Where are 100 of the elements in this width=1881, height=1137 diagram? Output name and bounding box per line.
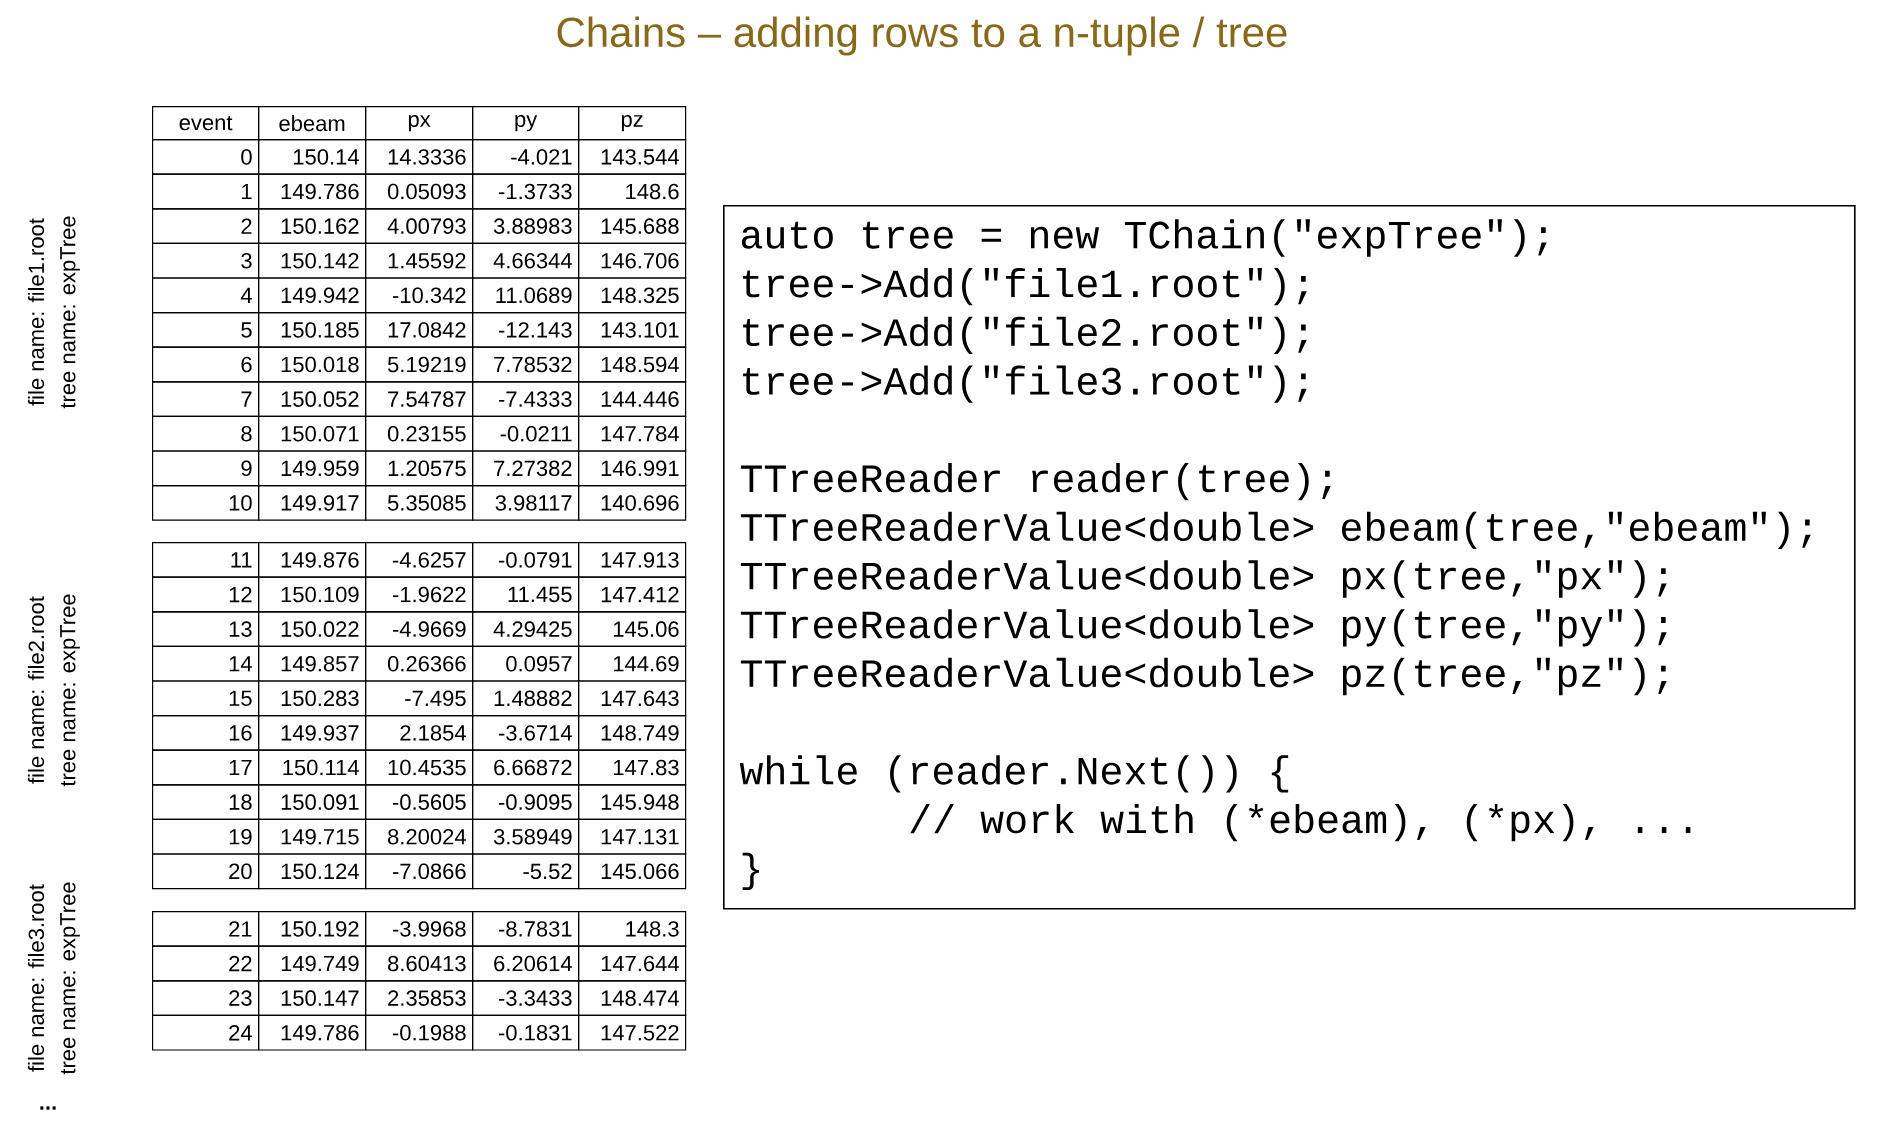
table-cell: 9 xyxy=(152,450,260,487)
table-cell: 17.0842 xyxy=(365,312,474,348)
table-cell: 13 xyxy=(152,611,260,647)
table-cell: 8.60413 xyxy=(365,945,474,982)
table-cell: 145.948 xyxy=(578,784,687,820)
table-cell: 149.942 xyxy=(258,277,367,314)
rotated-label: file name: file1.root xyxy=(27,218,45,406)
table-cell: 149.749 xyxy=(258,945,367,982)
rotated-label: tree name: expTree xyxy=(60,882,80,1075)
table-cell: 150.283 xyxy=(258,680,367,717)
ellipsis-text: ... xyxy=(40,1106,56,1110)
code-line: tree->Add("file2.root"); xyxy=(743,316,1307,355)
table-cell: 6.20614 xyxy=(472,945,580,982)
table-cell: 22 xyxy=(152,945,260,982)
table-cell: 144.446 xyxy=(578,381,687,417)
rotated-label: tree name: expTree xyxy=(60,594,80,787)
code-line: TTreeReaderValue<double> pz(tree,"pz"); xyxy=(740,657,1667,696)
table-cell: 143.544 xyxy=(578,139,687,175)
table-cell: 1 xyxy=(152,173,260,210)
table-cell: 15 xyxy=(152,680,260,717)
code-line: // work with (*ebeam), (*px), ... xyxy=(910,803,1691,842)
table-cell: 147.131 xyxy=(578,818,687,855)
table-cell: 145.066 xyxy=(578,853,687,890)
slide-title: Chains – adding rows to a n-tuple / tree xyxy=(557,16,1287,56)
table-cell: 149.786 xyxy=(258,173,367,210)
table-cell: 145.688 xyxy=(578,208,687,244)
table-cell: 149.876 xyxy=(258,542,367,578)
table-cell: px xyxy=(365,106,474,141)
table-cell: -0.1831 xyxy=(472,1014,580,1051)
table-cell: 0.0957 xyxy=(472,645,580,682)
table-cell: 4.29425 xyxy=(472,611,580,647)
code-line: TTreeReader reader(tree); xyxy=(740,462,1331,501)
table-cell: 147.784 xyxy=(578,415,687,452)
table-cell: 147.913 xyxy=(578,542,687,578)
table-cell: -3.3433 xyxy=(472,980,580,1016)
table-cell: 140.696 xyxy=(578,485,687,521)
table-cell: 143.101 xyxy=(578,312,687,348)
table-cell: 149.917 xyxy=(258,485,367,521)
table-cell: 1.20575 xyxy=(365,450,474,487)
table-cell: -7.495 xyxy=(365,680,474,717)
table-cell: 18 xyxy=(152,784,260,820)
table-cell: -7.4333 xyxy=(472,381,580,417)
code-line: tree->Add("file1.root"); xyxy=(743,268,1307,306)
table-cell: 10.4535 xyxy=(365,749,474,786)
table-cell: 5.35085 xyxy=(365,485,474,521)
table-cell: 150.124 xyxy=(258,853,367,890)
table-cell: 148.6 xyxy=(578,173,687,210)
table-cell: -7.0866 xyxy=(365,853,474,890)
table-cell: -8.7831 xyxy=(472,911,580,947)
table-cell: 145.06 xyxy=(578,611,687,647)
table-cell: 147.83 xyxy=(578,749,687,786)
table-cell: 146.706 xyxy=(578,242,687,279)
table-cell: event xyxy=(152,106,260,141)
table-cell: -4.9669 xyxy=(365,611,474,647)
table-cell: 0.23155 xyxy=(365,415,474,452)
table-cell: 150.147 xyxy=(258,980,367,1016)
table-cell: 148.749 xyxy=(578,715,687,751)
table-cell: 8.20024 xyxy=(365,818,474,855)
table-cell: 148.474 xyxy=(578,980,687,1016)
code-line: tree->Add("file3.root"); xyxy=(743,365,1307,403)
table-cell: 147.412 xyxy=(578,576,687,613)
table-cell: -4.6257 xyxy=(365,542,474,578)
table-cell: 20 xyxy=(152,853,260,890)
table-cell: 16 xyxy=(152,715,260,751)
table-cell: 2.1854 xyxy=(365,715,474,751)
table-cell: 146.991 xyxy=(578,450,687,487)
table-cell: 4.00793 xyxy=(365,208,474,244)
rotated-label: file name: file3.root xyxy=(27,884,45,1072)
table-cell: 149.937 xyxy=(258,715,367,751)
table-cell: 149.857 xyxy=(258,645,367,682)
table-cell: 150.091 xyxy=(258,784,367,820)
table-cell: py xyxy=(472,106,580,141)
table-cell: 150.162 xyxy=(258,208,367,244)
table-cell: 144.69 xyxy=(578,645,687,682)
table-cell: -0.9095 xyxy=(472,784,580,820)
table-cell: 150.192 xyxy=(258,911,367,947)
table-cell: 14 xyxy=(152,645,260,682)
table-cell: 10 xyxy=(152,485,260,521)
table-cell: -0.1988 xyxy=(365,1014,474,1051)
code-line: while (reader.Next()) { xyxy=(739,755,1289,793)
table-cell: 11 xyxy=(152,542,260,578)
table-cell: 14.3336 xyxy=(365,139,474,175)
table-cell: 17 xyxy=(152,749,260,786)
table-cell: 12 xyxy=(152,576,260,613)
table-cell: -1.9622 xyxy=(365,576,474,613)
table-cell: 0.26366 xyxy=(365,645,474,682)
table-cell: 150.022 xyxy=(258,611,367,647)
table-cell: 2.35853 xyxy=(365,980,474,1016)
table-cell: 148.3 xyxy=(578,911,687,947)
table-cell: 2 xyxy=(152,208,260,244)
table-cell: 21 xyxy=(152,911,260,947)
table-cell: -0.0211 xyxy=(472,415,580,452)
table-cell: -12.143 xyxy=(472,312,580,348)
table-cell: -3.9968 xyxy=(365,911,474,947)
table-cell: 0 xyxy=(152,139,260,175)
table-cell: 3.58949 xyxy=(472,818,580,855)
table-cell: 147.522 xyxy=(578,1014,687,1051)
table-cell: 23 xyxy=(152,980,260,1016)
table-cell: 150.142 xyxy=(258,242,367,279)
table-cell: 150.109 xyxy=(258,576,367,613)
